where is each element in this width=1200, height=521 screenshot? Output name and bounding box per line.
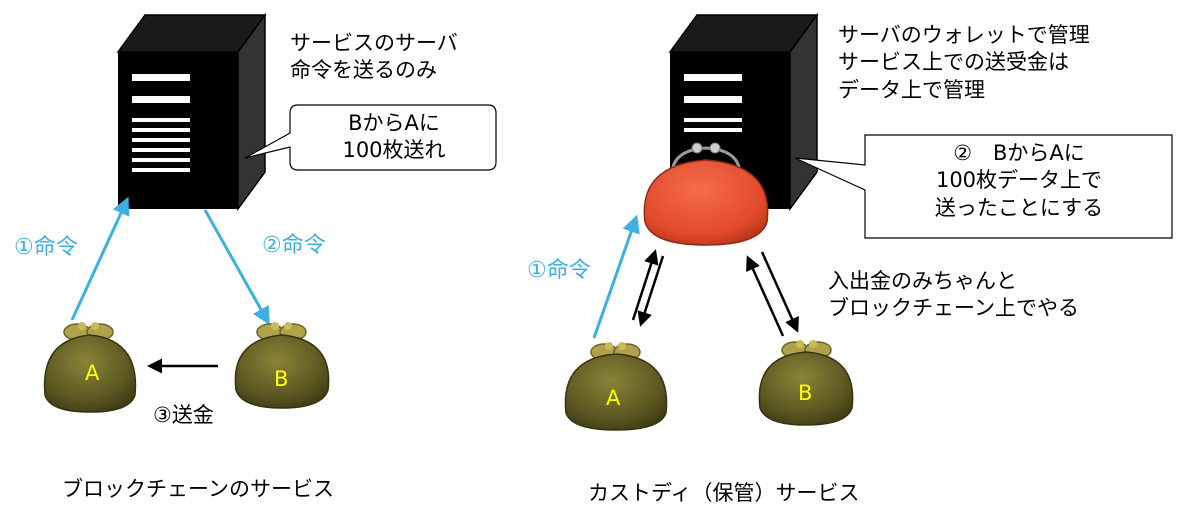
right-callout-text: ② BからAに 100枚データ上で 送ったことにする bbox=[866, 140, 1172, 222]
left-arrow-step2 bbox=[203, 209, 270, 326]
left-wallet-b-label: B bbox=[274, 367, 289, 391]
right-server-note: サーバのウォレットで管理 サービス上での送受金は データ上で管理 bbox=[838, 22, 1090, 104]
right-server-note-line-2: サービス上での送受金は bbox=[838, 50, 1069, 75]
right-onchain-note-line-2: ブロックチェーン上でやる bbox=[828, 296, 1079, 321]
server-wallet-icon bbox=[643, 142, 769, 246]
right-arrow-server-to-wallet-b bbox=[760, 251, 799, 333]
left-server-note-line-2: 命令を送るのみ bbox=[290, 58, 437, 83]
right-server-note-line-1: サーバのウォレットで管理 bbox=[838, 23, 1090, 47]
left-server-icon bbox=[116, 12, 267, 212]
left-callout-line-1: BからAに bbox=[348, 111, 440, 135]
left-wallet-a-label: A bbox=[85, 361, 100, 385]
left-step1-label: ①命令 bbox=[14, 235, 78, 260]
right-callout-line-1: ② BからAに bbox=[953, 141, 1085, 165]
left-step2-label: ②命令 bbox=[262, 233, 326, 258]
left-callout-text: BからAに 100枚送れ bbox=[292, 110, 496, 165]
left-step3-label: ③送金 bbox=[153, 403, 214, 427]
left-server-note: サービスのサーバ 命令を送るのみ bbox=[290, 30, 458, 85]
right-callout-bubble bbox=[794, 134, 1173, 239]
left-caption: ブロックチェーンのサービス bbox=[62, 477, 334, 501]
right-step1-label: ①命令 bbox=[527, 258, 591, 283]
right-callout-line-3: 送ったことにする bbox=[934, 195, 1104, 220]
left-callout-bubble bbox=[244, 104, 497, 171]
right-arrow-step1 bbox=[592, 214, 640, 339]
right-arrow-server-to-wallet-a bbox=[637, 255, 665, 327]
right-onchain-note-line-1: 入出金のみちゃんと bbox=[828, 269, 1017, 293]
right-server-note-line-3: データ上で管理 bbox=[838, 77, 985, 102]
right-arrow-wallet-to-server-b bbox=[746, 255, 785, 337]
left-arrow-step1 bbox=[70, 196, 130, 321]
right-callout-line-2: 100枚データ上で bbox=[935, 168, 1103, 193]
left-callout-line-2: 100枚送れ bbox=[342, 138, 446, 163]
right-wallet-a-label: A bbox=[606, 386, 621, 410]
left-wallet-a-icon bbox=[43, 322, 137, 413]
left-wallet-b-icon bbox=[234, 322, 330, 409]
right-arrow-wallet-to-server-a bbox=[631, 249, 659, 321]
left-server-note-line-1: サービスのサーバ bbox=[290, 31, 458, 55]
right-caption: カストディ（保管）サービス bbox=[588, 481, 860, 505]
right-wallet-a-icon bbox=[564, 342, 668, 431]
right-wallet-b-icon bbox=[758, 340, 854, 426]
right-wallet-b-label: B bbox=[798, 381, 813, 405]
right-onchain-note: 入出金のみちゃんと ブロックチェーン上でやる bbox=[828, 268, 1079, 323]
